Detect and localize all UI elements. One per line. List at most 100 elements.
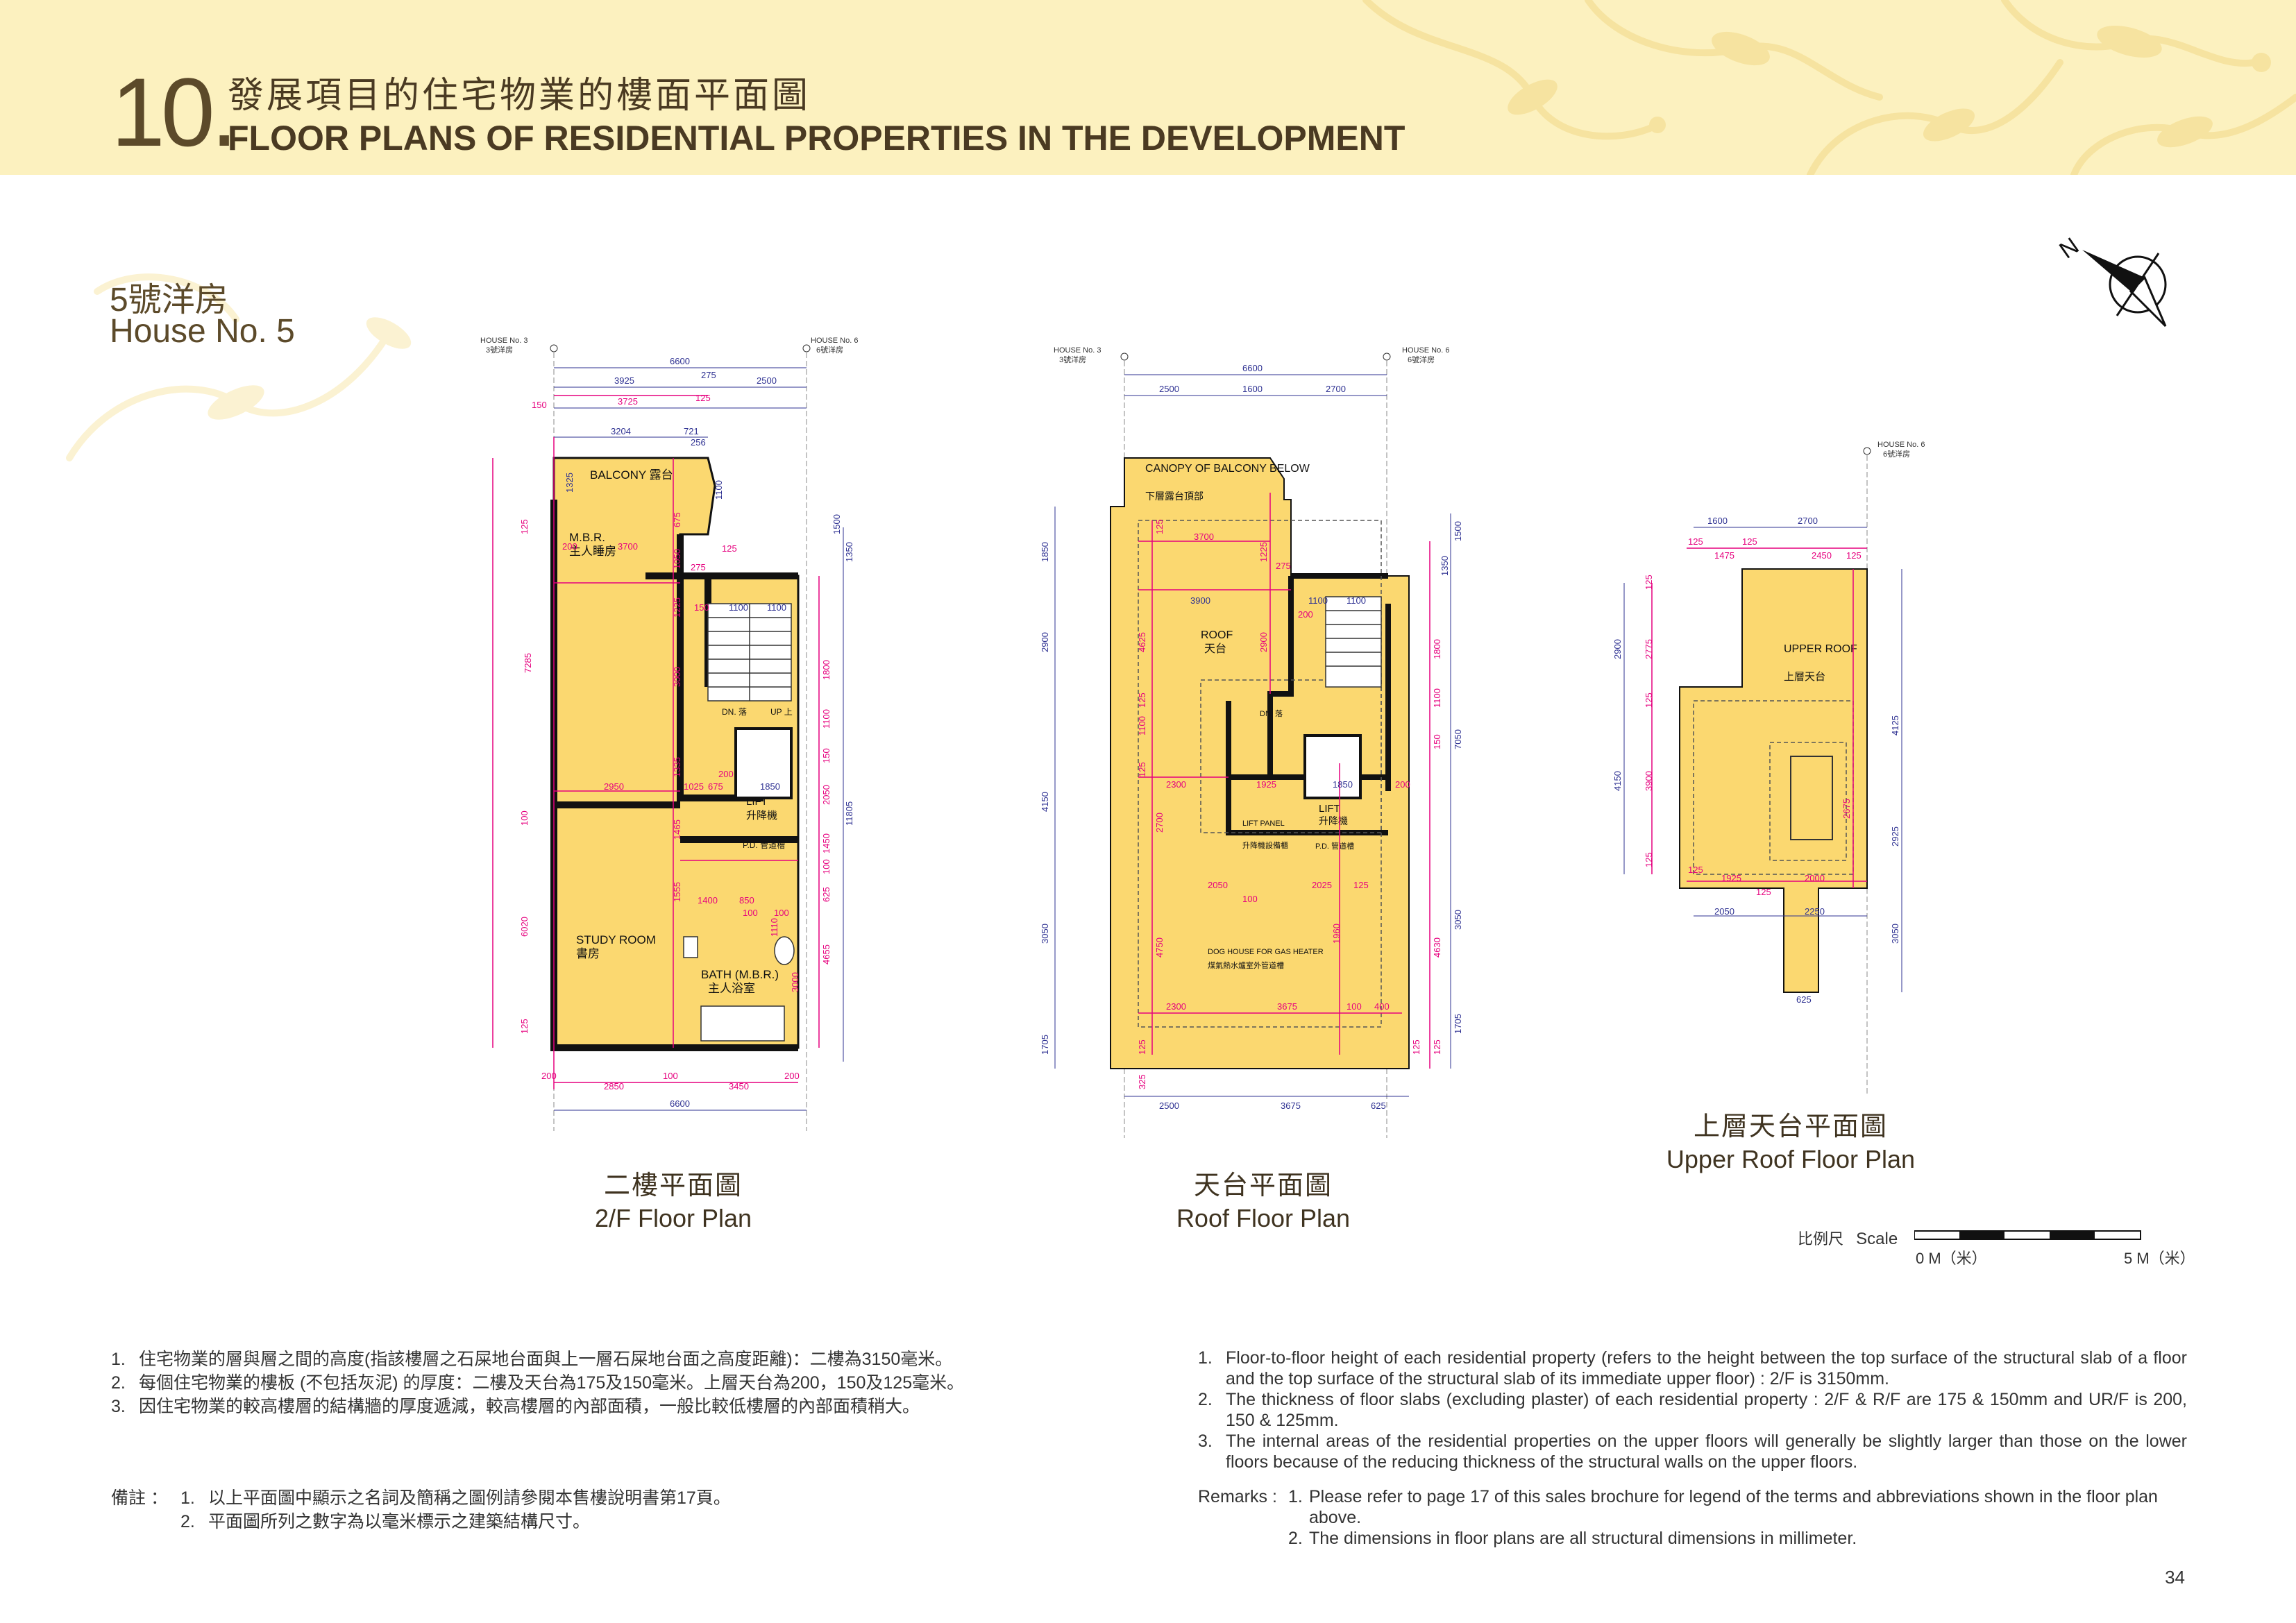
svg-text:100: 100 bbox=[1347, 1001, 1362, 1012]
svg-text:3450: 3450 bbox=[729, 1081, 749, 1091]
plan-label-en: 2/F Floor Plan bbox=[594, 1204, 752, 1232]
room-label: DOG HOUSE FOR GAS HEATER bbox=[1208, 948, 1324, 956]
plan-label-zh: 二樓平面圖 bbox=[603, 1171, 743, 1200]
svg-text:2700: 2700 bbox=[1326, 384, 1346, 394]
svg-text:2000: 2000 bbox=[1805, 873, 1825, 883]
svg-text:125: 125 bbox=[1742, 536, 1757, 547]
svg-text:325: 325 bbox=[1137, 1074, 1147, 1089]
svg-text:N: N bbox=[2054, 232, 2084, 264]
svg-text:850: 850 bbox=[739, 895, 754, 906]
scale-end: 5 M（米） bbox=[2124, 1250, 2195, 1267]
remarks-label: 備註 ： bbox=[111, 1488, 168, 1508]
svg-text:125: 125 bbox=[1137, 762, 1147, 777]
plan-label-zh: 天台平面圖 bbox=[1193, 1171, 1333, 1200]
svg-text:1335: 1335 bbox=[672, 757, 682, 777]
notes-zh: 1.住宅物業的層與層之間的高度(指該樓層之石屎地台面與上一層石屎地台面之高度距離… bbox=[111, 1348, 1117, 1418]
dimension-labels: 6600 3925 275 2500 150 3725 125 3204 721… bbox=[519, 356, 854, 1109]
svg-text:6號洋房: 6號洋房 bbox=[1408, 355, 1435, 364]
svg-text:2300: 2300 bbox=[1166, 1001, 1186, 1012]
room-label: BATH (M.B.R.) bbox=[701, 968, 779, 981]
svg-text:2700: 2700 bbox=[1798, 516, 1818, 526]
svg-text:3700: 3700 bbox=[1194, 532, 1214, 542]
house-name-zh: 5號洋房 bbox=[110, 282, 228, 318]
svg-text:1500: 1500 bbox=[832, 514, 842, 534]
svg-text:100: 100 bbox=[743, 908, 758, 918]
svg-text:125: 125 bbox=[519, 519, 530, 534]
svg-text:125: 125 bbox=[1137, 1039, 1147, 1055]
svg-text:1100: 1100 bbox=[1308, 595, 1328, 606]
room-label: DN. 落 bbox=[722, 707, 747, 717]
svg-text:2775: 2775 bbox=[1644, 639, 1654, 659]
svg-text:3725: 3725 bbox=[618, 396, 638, 407]
svg-text:400: 400 bbox=[1374, 1001, 1390, 1012]
svg-text:1465: 1465 bbox=[672, 819, 682, 840]
svg-text:6020: 6020 bbox=[519, 917, 530, 937]
room-label: 天台 bbox=[1204, 643, 1226, 655]
svg-text:150: 150 bbox=[694, 602, 709, 613]
svg-text:150: 150 bbox=[532, 400, 547, 410]
svg-text:125: 125 bbox=[1137, 692, 1147, 708]
svg-text:4655: 4655 bbox=[821, 944, 832, 965]
plan-label-en: Roof Floor Plan bbox=[1176, 1204, 1351, 1232]
neighbor-label: 3號洋房 bbox=[486, 345, 513, 355]
svg-text:4125: 4125 bbox=[1890, 715, 1900, 736]
svg-text:1225: 1225 bbox=[672, 597, 682, 618]
scale-label-zh: 比例尺 bbox=[1798, 1230, 1844, 1248]
room-label: STUDY ROOM bbox=[576, 933, 656, 946]
svg-text:3700: 3700 bbox=[618, 541, 638, 552]
svg-text:2050: 2050 bbox=[1208, 880, 1228, 890]
room-label: 主人睡房 bbox=[569, 545, 616, 558]
scale-start: 0 M（米） bbox=[1916, 1250, 1987, 1267]
svg-text:125: 125 bbox=[519, 1019, 530, 1034]
note-item: 3.因住宅物業的較高樓層的結構牆的厚度遞減，較高樓層的內部面積，一般比較低樓層的… bbox=[111, 1397, 920, 1416]
room-label: 煤氣熱水爐室外管道槽 bbox=[1208, 960, 1284, 970]
svg-text:1705: 1705 bbox=[1041, 1035, 1050, 1055]
scale-label-en: Scale bbox=[1856, 1230, 1898, 1248]
svg-text:2900: 2900 bbox=[1041, 632, 1050, 652]
svg-text:4750: 4750 bbox=[1154, 937, 1165, 958]
svg-text:3925: 3925 bbox=[614, 375, 634, 386]
svg-text:2950: 2950 bbox=[604, 781, 624, 792]
svg-text:3000: 3000 bbox=[672, 667, 682, 687]
svg-text:2925: 2925 bbox=[1890, 826, 1900, 847]
svg-text:1225: 1225 bbox=[1258, 542, 1269, 562]
neighbor-label: HOUSE No. 3 bbox=[480, 337, 527, 345]
svg-text:6600: 6600 bbox=[1242, 363, 1263, 373]
svg-text:200: 200 bbox=[562, 541, 577, 552]
room-label: CANOPY OF BALCONY BELOW bbox=[1145, 463, 1310, 475]
svg-text:6號洋房: 6號洋房 bbox=[1883, 449, 1910, 459]
svg-text:1025: 1025 bbox=[684, 781, 704, 792]
section-number: 10. bbox=[111, 58, 238, 167]
note-item: 1.住宅物業的層與層之間的高度(指該樓層之石屎地台面與上一層石屎地台面之高度距離… bbox=[111, 1350, 953, 1369]
svg-text:HOUSE No. 6: HOUSE No. 6 bbox=[1877, 441, 1925, 449]
room-label: LIFT bbox=[746, 796, 768, 808]
room-label: M.B.R. bbox=[569, 531, 605, 544]
svg-text:200: 200 bbox=[1395, 779, 1410, 790]
house-ornament bbox=[66, 273, 412, 461]
svg-text:1555: 1555 bbox=[672, 882, 682, 902]
svg-text:1850: 1850 bbox=[1333, 779, 1353, 790]
remark-item: 2.平面圖所列之數字為以毫米標示之建築結構尺寸。 bbox=[180, 1512, 591, 1531]
svg-text:7285: 7285 bbox=[523, 653, 533, 673]
plan-area bbox=[1679, 568, 1868, 993]
svg-text:100: 100 bbox=[821, 859, 832, 874]
room-label: 書房 bbox=[576, 947, 600, 960]
svg-text:3675: 3675 bbox=[1281, 1101, 1301, 1111]
svg-text:1850: 1850 bbox=[760, 781, 780, 792]
svg-text:11805: 11805 bbox=[844, 801, 854, 826]
svg-text:1100: 1100 bbox=[767, 602, 786, 613]
svg-text:3050: 3050 bbox=[1041, 924, 1050, 944]
svg-text:2450: 2450 bbox=[1812, 550, 1832, 561]
svg-text:150: 150 bbox=[1432, 734, 1442, 749]
plan-label-2f: 二樓平面圖 2/F Floor Plan bbox=[541, 1169, 805, 1234]
svg-text:675: 675 bbox=[672, 512, 682, 527]
svg-text:125: 125 bbox=[1411, 1039, 1421, 1055]
svg-text:4150: 4150 bbox=[1041, 792, 1050, 812]
svg-text:125: 125 bbox=[1644, 692, 1654, 708]
room-label: P.D. 管道槽 bbox=[1315, 841, 1354, 851]
remark-item: 2.The dimensions in floor plans are all … bbox=[1288, 1529, 1857, 1548]
svg-text:1050: 1050 bbox=[672, 549, 682, 569]
svg-text:2850: 2850 bbox=[604, 1081, 624, 1091]
svg-text:2500: 2500 bbox=[1159, 1101, 1179, 1111]
svg-text:6600: 6600 bbox=[670, 1098, 690, 1109]
